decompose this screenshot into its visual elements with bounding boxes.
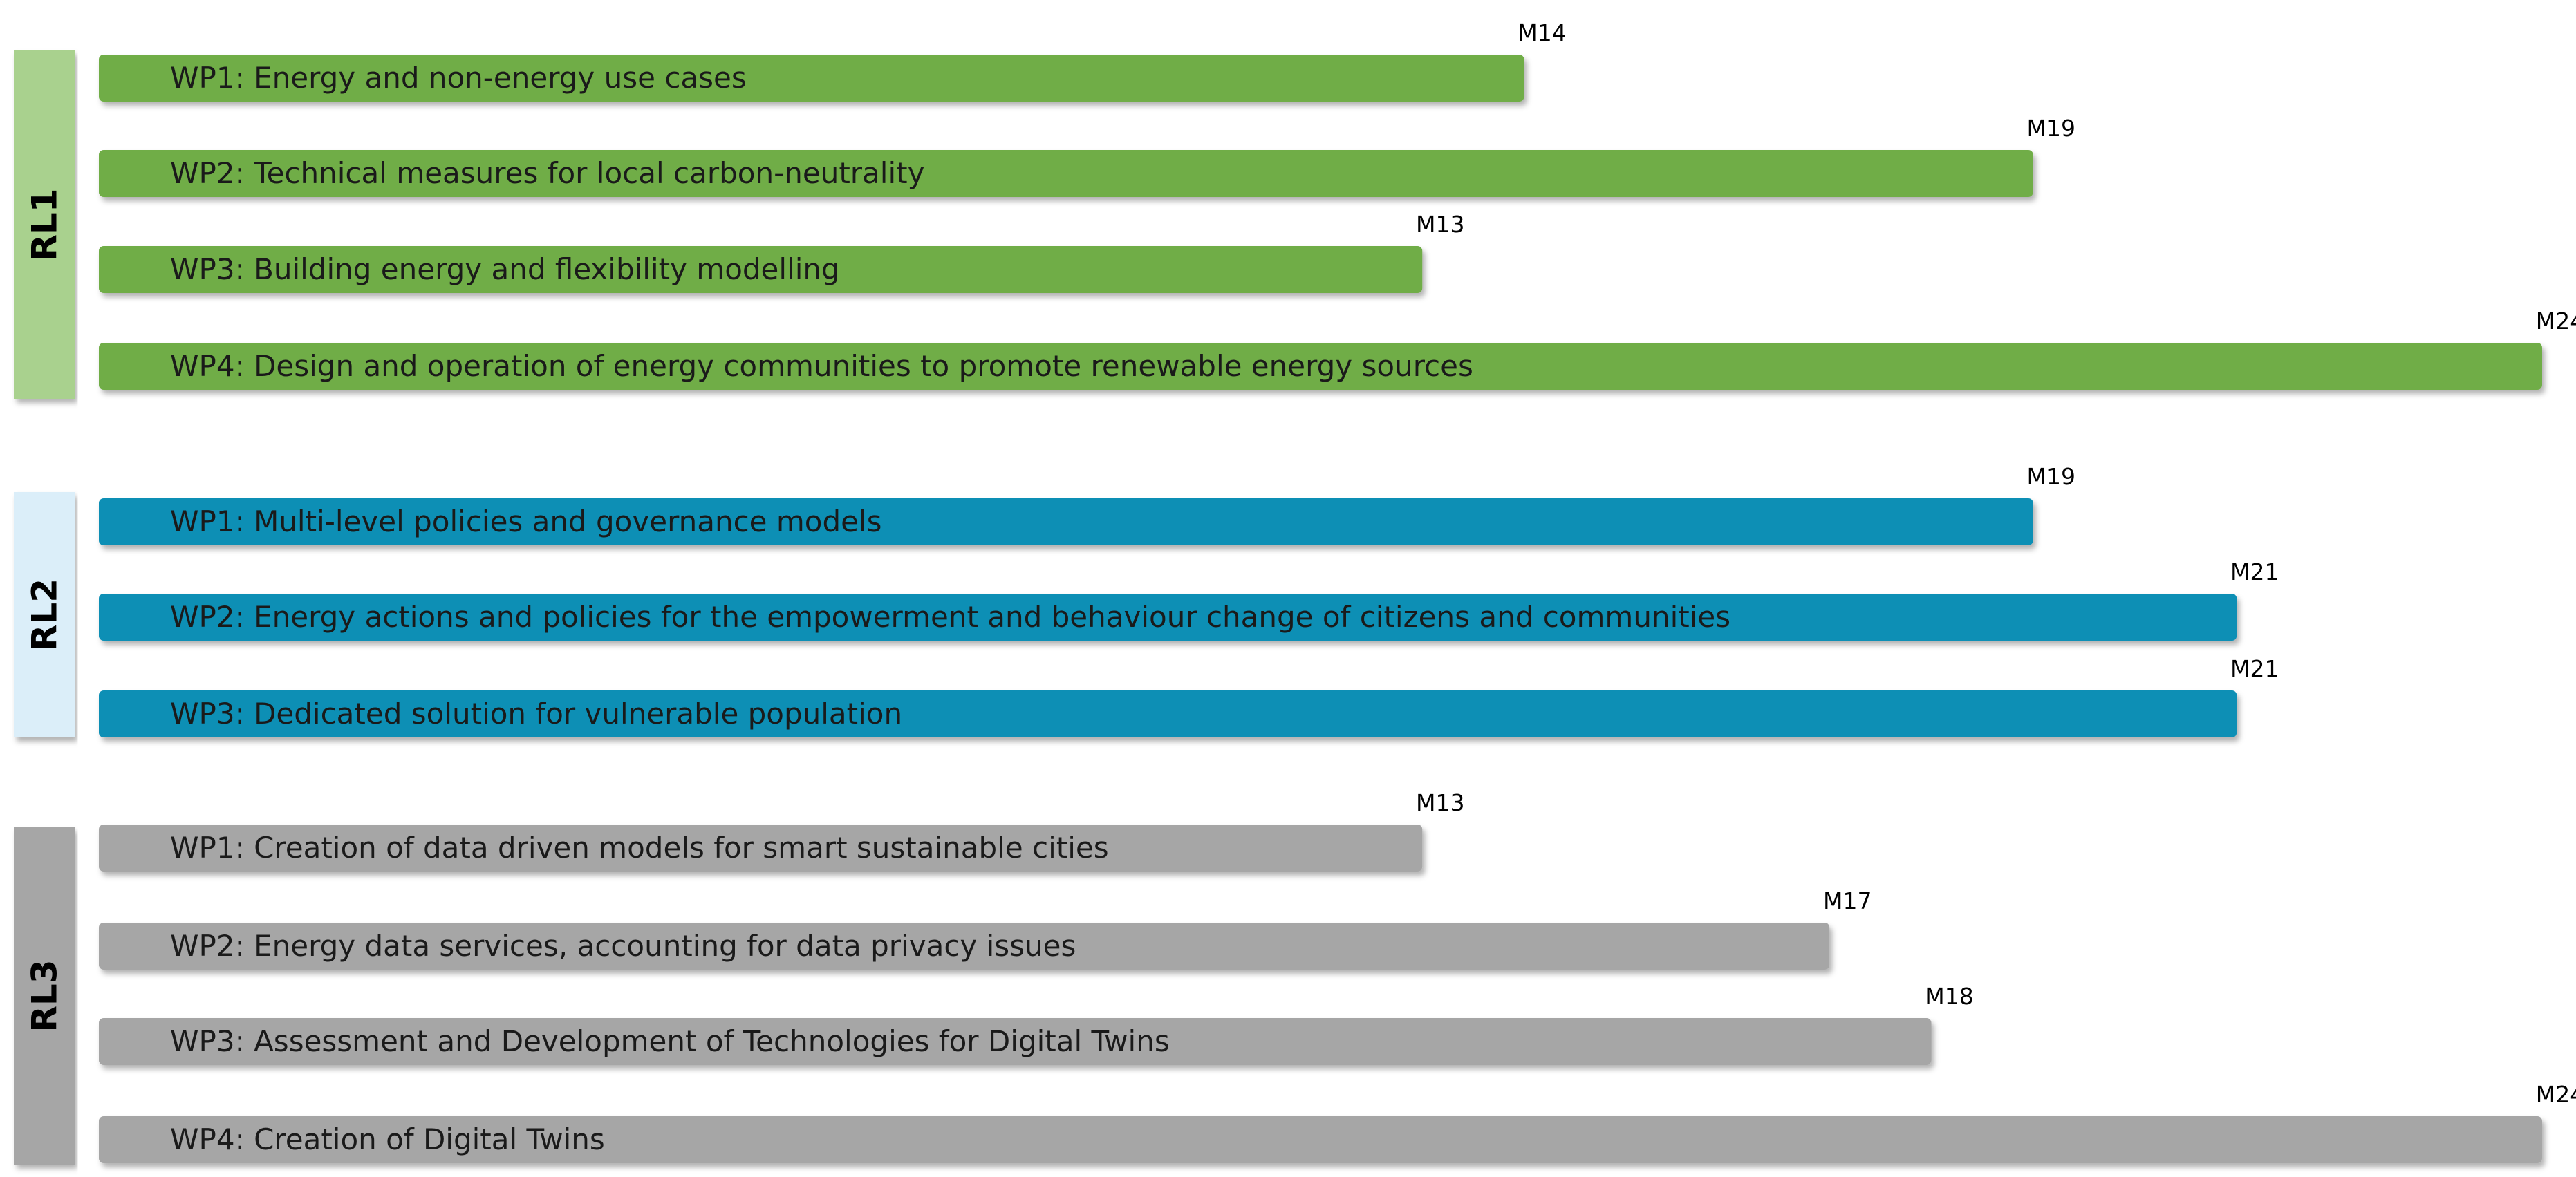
rl1-wp1-bar — [99, 55, 1524, 102]
rl1-group-label: RL1 — [25, 188, 65, 261]
rl1-wp4-label: WP4: Design and operation of energy comm… — [170, 349, 1473, 383]
rl2-wp1-bar — [99, 498, 2033, 545]
rl3-wp1-label: WP1: Creation of data driven models for … — [170, 831, 1109, 865]
rl1-wp2-bar — [99, 150, 2033, 197]
rl2-wp3-bar — [99, 690, 2237, 737]
rl3-wp3-bar — [99, 1018, 1932, 1065]
rl3-wp1-bar — [99, 825, 1423, 872]
rl3-wp4-label: WP4: Creation of Digital Twins — [170, 1122, 605, 1156]
rl1-wp1-label: WP1: Energy and non-energy use cases — [170, 61, 747, 95]
rl2-group-label: RL2 — [25, 578, 65, 651]
rl2-group-block — [14, 492, 75, 737]
rl1-wp2-milestone: M19 — [2027, 115, 2075, 142]
rl1-wp3-bar — [99, 246, 1423, 293]
rl3-wp4-bar — [99, 1116, 2542, 1163]
rl1-wp4-milestone: M24 — [2536, 308, 2576, 335]
rl3-wp3-milestone: M18 — [1925, 983, 1973, 1010]
rl1-wp3-label: WP3: Building energy and flexibility mod… — [170, 252, 840, 286]
rl3-group-block — [14, 827, 75, 1165]
rl2-wp2-label: WP2: Energy actions and policies for the… — [170, 600, 1730, 634]
rl3-wp2-milestone: M17 — [1823, 887, 1872, 914]
rl1-group-block — [14, 50, 75, 399]
rl2-wp2-bar — [99, 594, 2237, 641]
rl3-wp2-bar — [99, 923, 1830, 970]
rl3-wp1-milestone: M13 — [1416, 789, 1464, 816]
rl2-wp2-milestone: M21 — [2230, 558, 2279, 585]
rl2-wp1-milestone: M19 — [2027, 463, 2075, 490]
rl1-wp4-bar — [99, 343, 2542, 390]
rl3-wp3-label: WP3: Assessment and Development of Techn… — [170, 1024, 1170, 1058]
rl2-wp3-label: WP3: Dedicated solution for vulnerable p… — [170, 697, 902, 731]
rl3-group-label: RL3 — [25, 959, 65, 1032]
rl1-wp1-milestone: M14 — [1518, 19, 1566, 46]
rl3-wp2-label: WP2: Energy data services, accounting fo… — [170, 929, 1076, 963]
rl2-wp3-milestone: M21 — [2230, 655, 2279, 682]
rl1-wp2-label: WP2: Technical measures for local carbon… — [170, 156, 924, 190]
rl1-wp3-milestone: M13 — [1416, 211, 1464, 238]
rl3-wp4-milestone: M24 — [2536, 1081, 2576, 1108]
rl2-wp1-label: WP1: Multi-level policies and governance… — [170, 505, 882, 538]
